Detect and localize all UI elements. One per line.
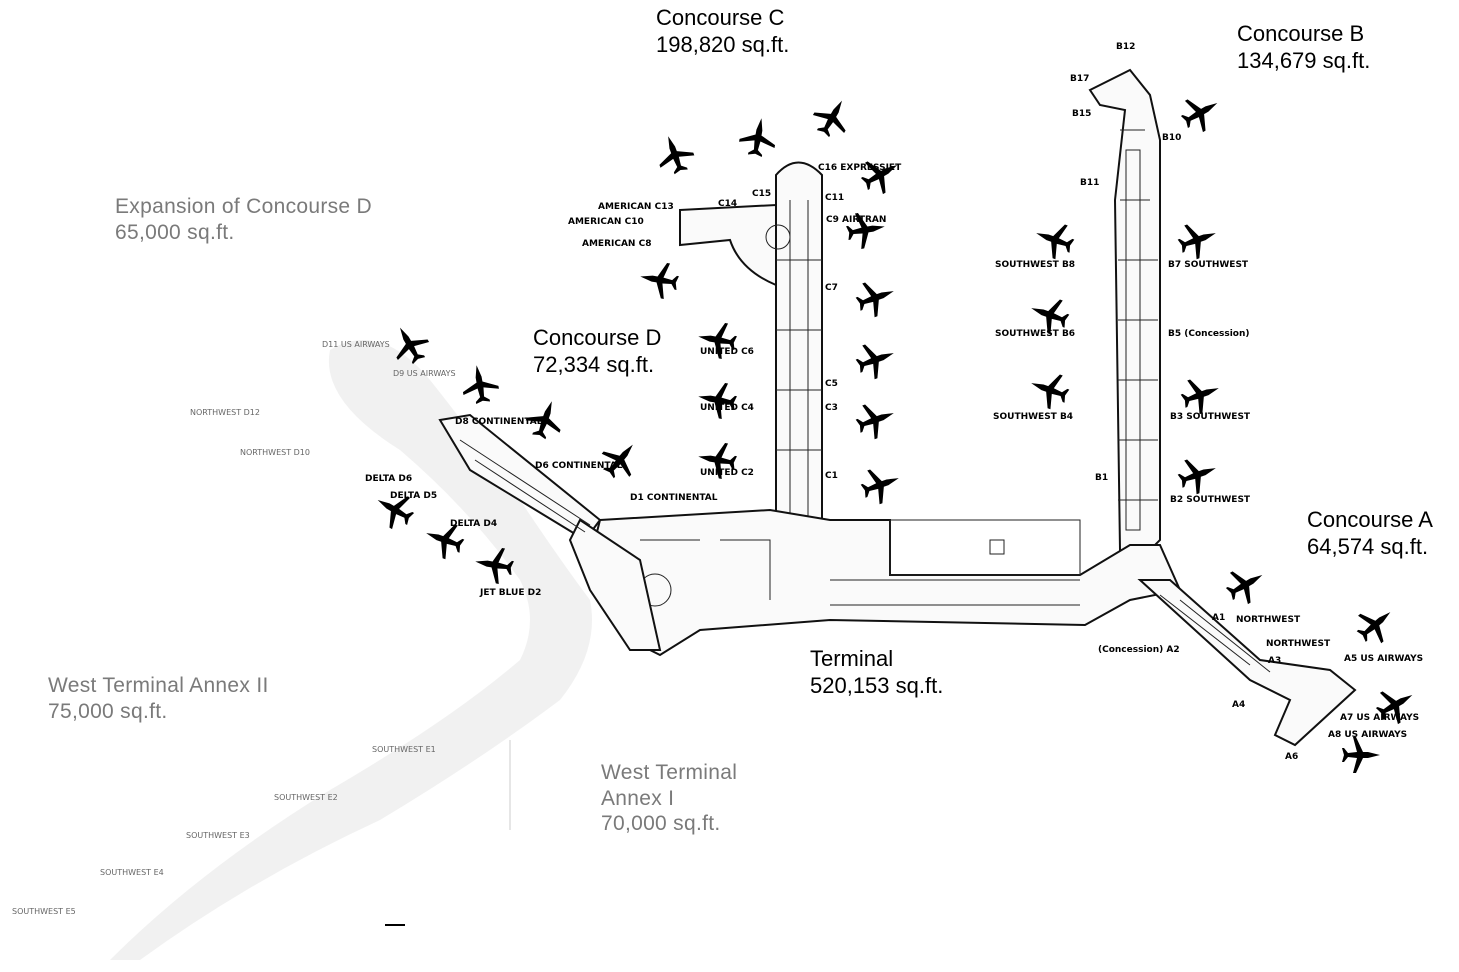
concourse-d-area: 72,334 sq.ft. [533,351,655,377]
gate-c10: AMERICAN C10 [568,217,644,227]
gate-b8: SOUTHWEST B8 [995,260,1075,270]
gate-a2: (Concession) A2 [1098,645,1180,655]
gate-d2: JET BLUE D2 [479,588,541,598]
annex-ii-area: 75,000 sq.ft. [48,699,168,723]
gate-c14: C14 [718,199,737,209]
concourse-b-area: 134,679 sq.ft. [1237,47,1371,73]
gate-d9: D9 US AIRWAYS [393,369,456,378]
gate-c1: C1 [825,471,838,481]
gate-delta-d6: DELTA D6 [365,474,412,484]
terminal-area: 520,153 sq.ft. [810,672,944,698]
annex-ii-name: West Terminal Annex II [48,674,269,697]
concourse-d-building [438,413,662,651]
gate-b17: B17 [1070,74,1089,84]
gate-delta-d4: DELTA D4 [450,519,497,529]
label-concourse-a: Concourse A 64,574 sq.ft. [1307,507,1433,561]
gate-c15: C15 [752,189,771,199]
gate-b7: B7 SOUTHWEST [1168,260,1249,270]
gate-nw-a3: NORTHWEST [1266,639,1331,649]
gate-c3: C3 [825,403,838,413]
gate-c4: UNITED C4 [700,403,754,413]
gate-a8: A8 US AIRWAYS [1328,730,1407,740]
gate-c6: UNITED C6 [700,347,754,357]
gate-c5: C5 [825,379,838,389]
gate-d11: D11 US AIRWAYS [322,340,390,349]
gate-b15: B15 [1072,109,1091,119]
gate-b10: B10 [1162,133,1181,143]
gate-c2: UNITED C2 [700,468,754,478]
concourse-d-name: Concourse D [533,325,662,350]
gate-e1: SOUTHWEST E1 [372,745,436,754]
gate-e2: SOUTHWEST E2 [274,793,338,802]
label-expansion-d: Expansion of Concourse D 65,000 sq.ft. [115,194,372,245]
gate-a1: A1 [1212,613,1225,623]
gate-c11: C11 [825,193,844,203]
gate-b1: B1 [1095,473,1108,483]
gate-b4: SOUTHWEST B4 [993,412,1073,422]
gate-d1: D1 CONTINENTAL [630,493,718,503]
label-concourse-b: Concourse B 134,679 sq.ft. [1237,21,1370,75]
gate-e3: SOUTHWEST E3 [186,831,250,840]
expansion-d-name: Expansion of Concourse D [115,195,373,218]
label-annex-ii: West Terminal Annex II 75,000 sq.ft. [48,673,269,724]
gate-a6: A6 [1285,752,1298,762]
gate-d6: D6 CONTINENTAL [535,461,623,471]
gate-e5: SOUTHWEST E5 [12,907,76,916]
gate-b12: B12 [1116,42,1135,52]
expansion-area-shading [110,340,592,960]
gate-d8: D8 CONTINENTAL [455,417,543,427]
gate-d10: NORTHWEST D10 [240,448,310,457]
gate-c9: C9 AIRTRAN [826,215,886,225]
annex-i-name-line1: West Terminal [601,761,738,784]
gate-a3: A3 [1268,656,1281,666]
concourse-a-name: Concourse A [1307,507,1433,532]
gate-c13: AMERICAN C13 [598,202,674,212]
terminal-name: Terminal [810,646,894,671]
concourse-b-building [1088,68,1161,562]
label-concourse-d: Concourse D 72,334 sq.ft. [533,325,661,379]
label-concourse-c: Concourse C 198,820 sq.ft. [656,5,789,59]
gate-a5: A5 US AIRWAYS [1344,654,1423,664]
terminal-building [588,508,1182,657]
annex-i-area: 70,000 sq.ft. [601,812,721,836]
concourse-c-area: 198,820 sq.ft. [656,31,790,57]
gate-c8: AMERICAN C8 [582,239,651,249]
gate-a4: A4 [1232,700,1245,710]
gate-b11: B11 [1080,178,1099,188]
concourse-b-name: Concourse B [1237,21,1365,46]
gate-labels: B12 B17 B15 B10 B11 SOUTHWEST B8 B7 SOUT… [12,42,1423,916]
concourse-a-building [1137,579,1357,747]
annex-i-name-line2: Annex I [601,786,675,810]
gate-nw-a1: NORTHWEST [1236,615,1301,625]
gate-d12: NORTHWEST D12 [190,408,260,417]
concourse-c-building [679,161,823,531]
gate-c16: C16 EXPRESSJET [818,163,902,173]
concourse-c-name: Concourse C [656,5,785,30]
gate-b5: B5 (Concession) [1168,329,1250,339]
gate-e4: SOUTHWEST E4 [100,868,164,877]
gate-c7: C7 [825,283,838,293]
label-annex-i: West Terminal Annex I 70,000 sq.ft. [601,760,737,837]
label-terminal: Terminal 520,153 sq.ft. [810,646,943,700]
gate-b6: SOUTHWEST B6 [995,329,1075,339]
gate-a7: A7 US AIRWAYS [1340,713,1419,723]
gate-delta-d5: DELTA D5 [390,491,437,501]
gate-b3: B3 SOUTHWEST [1170,412,1251,422]
concourse-a-area: 64,574 sq.ft. [1307,533,1429,559]
expansion-d-area: 65,000 sq.ft. [115,220,235,244]
gate-b2: B2 SOUTHWEST [1170,495,1251,505]
